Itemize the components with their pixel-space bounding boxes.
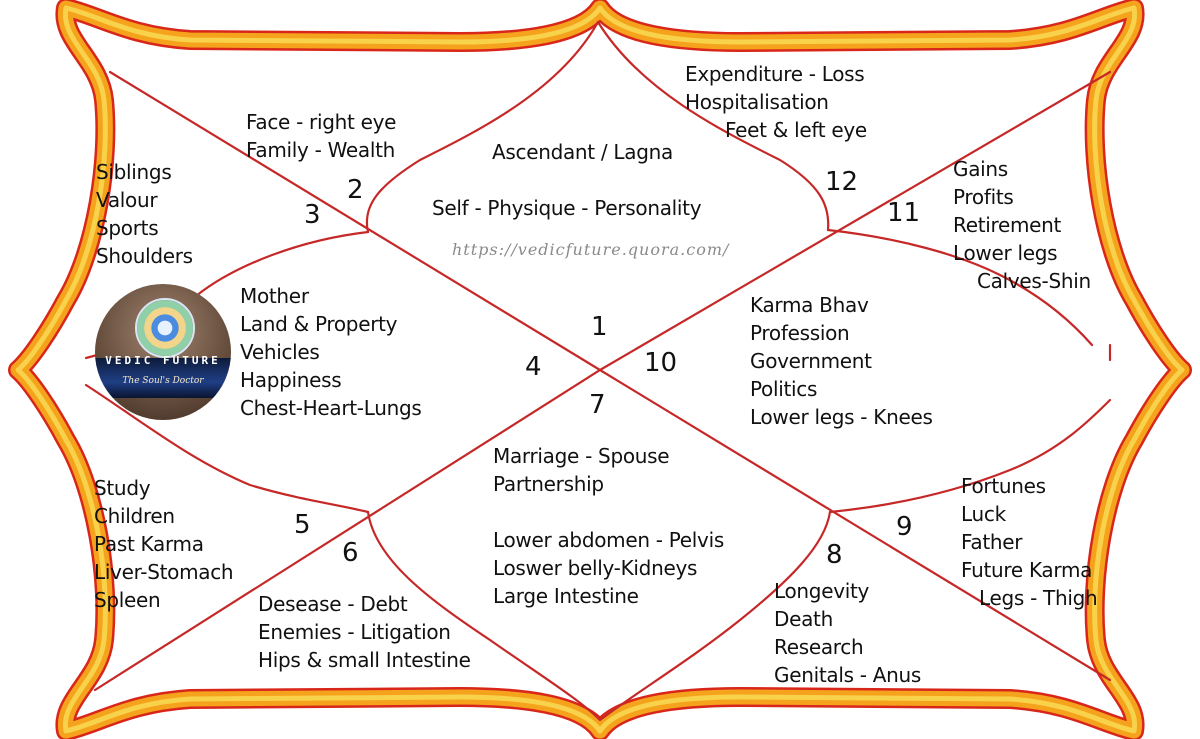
house-7-line: Large Intestine [493,584,639,608]
house-10-text: Karma Bhav Profession Government Politic… [750,291,933,431]
house-4-line: Chest-Heart-Lungs [240,396,422,420]
house-11-line: Calves-Shin [977,269,1091,293]
house-9-line: Legs - Thigh [979,586,1098,610]
house-10-line: Lower legs - Knees [750,405,933,429]
house-11-line: Lower legs [953,241,1058,265]
house-3-line: Shoulders [96,244,193,268]
house-8-line: Longevity [774,579,870,603]
house-4-line: Mother [240,284,309,308]
house-12-line: Feet & left eye [725,118,867,142]
house-9-line: Future Karma [961,558,1093,582]
house-7-line: Loswer belly-Kidneys [493,556,698,580]
house-7-line: Lower abdomen - Pelvis [493,528,724,552]
house-7-line: Partnership [493,472,604,496]
house-1-text: Ascendant / Lagna Self - Physique - Pers… [432,138,702,222]
house-3-text: Siblings Valour Sports Shoulders [96,158,193,270]
house-6-line: Hips & small Intestine [258,648,471,672]
house-number-3: 3 [304,200,321,230]
house-number-6: 6 [342,538,359,568]
house-9-line: Luck [961,502,1006,526]
house-5-line: Spleen [94,588,161,612]
house-11-line: Gains [953,157,1008,181]
house-10-line: Politics [750,377,818,401]
house-11-text: Gains Profits Retirement Lower legs Calv… [953,155,1091,295]
house-9-text: Fortunes Luck Father Future Karma Legs -… [961,472,1098,612]
vedic-future-logo: VEDIC FUTURE The Soul's Doctor [95,284,231,420]
house-4-line: Land & Property [240,312,398,336]
house-4-text: Mother Land & Property Vehicles Happines… [240,282,422,422]
house-6-line: Desease - Debt [258,592,408,616]
house-8-text: Longevity Death Research Genitals - Anus [774,577,921,689]
house-9-line: Father [961,530,1023,554]
logo-title: VEDIC FUTURE [105,354,221,367]
house-7-line: Marriage - Spouse [493,444,670,468]
house-3-line: Sports [96,216,159,240]
house-7-line [493,498,724,526]
house-number-8: 8 [826,540,843,570]
house-7-text: Marriage - Spouse Partnership Lower abdo… [493,442,724,610]
mandala-icon [135,298,195,358]
house-5-line: Liver-Stomach [94,560,234,584]
house-3-line: Siblings [96,160,172,184]
house-5-line: Past Karma [94,532,204,556]
house-number-1: 1 [591,312,608,342]
house-2-line: Face - right eye [246,110,397,134]
house-number-12: 12 [825,167,859,197]
house-number-9: 9 [896,512,913,542]
house-8-line: Research [774,635,864,659]
house-number-2: 2 [347,175,364,205]
house-number-4: 4 [525,352,542,382]
logo-band [95,358,231,398]
house-9-line: Fortunes [961,474,1046,498]
house-5-text: Study Children Past Karma Liver-Stomach … [94,474,234,614]
house-number-10: 10 [644,348,678,378]
house-4-line: Vehicles [240,340,320,364]
house-11-line: Profits [953,185,1014,209]
house-10-line: Karma Bhav [750,293,869,317]
house-2-line: Family - Wealth [246,138,396,162]
house-8-line: Genitals - Anus [774,663,921,687]
house-5-line: Children [94,504,175,528]
house-4-line: Happiness [240,368,342,392]
house-number-7: 7 [589,390,606,420]
house-2-text: Face - right eye Family - Wealth [246,108,396,164]
house-6-text: Desease - Debt Enemies - Litigation Hips… [258,590,471,674]
house-8-line: Death [774,607,833,631]
house-5-line: Study [94,476,151,500]
house-1-line: Ascendant / Lagna [492,140,673,164]
house-1-line [432,166,701,194]
house-10-line: Profession [750,321,850,345]
house-number-11: 11 [887,198,921,228]
house-number-5: 5 [294,510,311,540]
logo-tagline: The Soul's Doctor [122,376,204,386]
house-10-line: Government [750,349,872,373]
house-1-line: Self - Physique - Personality [432,196,702,220]
house-12-line: Expenditure - Loss [685,62,865,86]
house-11-line: Retirement [953,213,1062,237]
house-3-line: Valour [96,188,158,212]
house-12-line: Hospitalisation [685,90,829,114]
source-url: https://vedicfuture.quora.com/ [452,240,730,259]
house-12-text: Expenditure - Loss Hospitalisation Feet … [685,60,867,144]
house-6-line: Enemies - Litigation [258,620,451,644]
